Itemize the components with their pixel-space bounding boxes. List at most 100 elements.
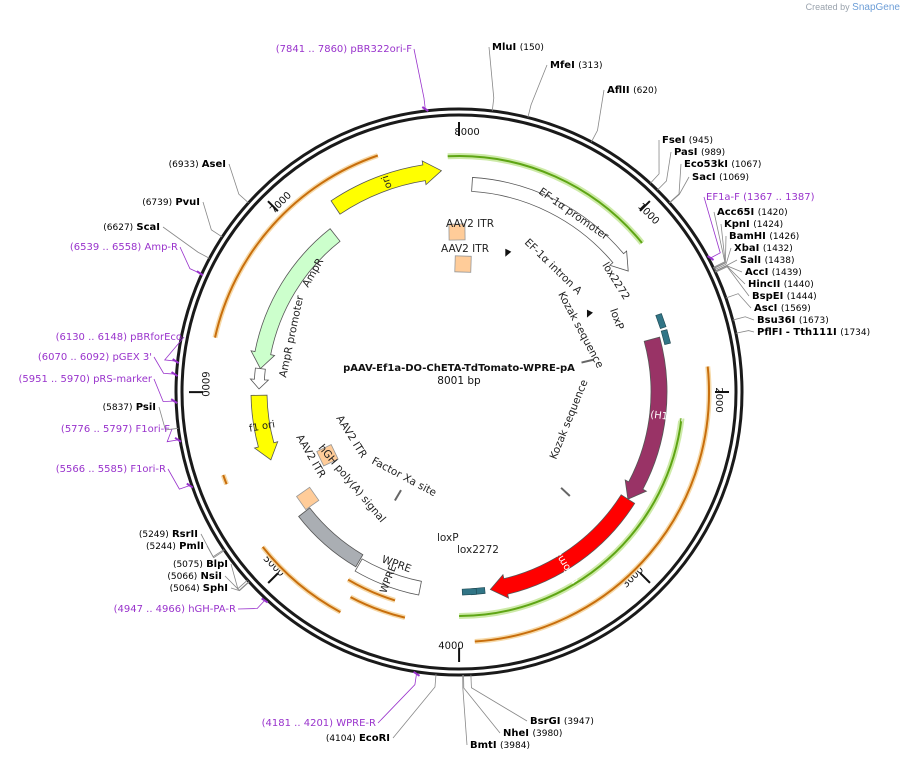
feature-label-ef1a-promoter: EF-1α promoter — [536, 186, 611, 243]
primer-label: (5951 .. 5970) pRS-marker — [18, 374, 152, 385]
itr-box — [316, 444, 339, 467]
ampr-arrow — [250, 228, 341, 370]
orange-feature-arcs — [212, 153, 712, 644]
credit-brand: SnapGene — [852, 2, 900, 13]
enzyme-label: BsrGI (3947) — [530, 716, 594, 727]
ef1a-promoter-arrow — [471, 176, 629, 272]
tdtomato-arrow — [489, 494, 636, 599]
enzyme-label: XbaI (1432) — [734, 243, 793, 254]
enzyme-leader-line — [392, 674, 437, 739]
enzyme-label: (6739) PvuI — [142, 197, 200, 208]
translation-arc — [350, 596, 406, 619]
enzyme-label: KpnI (1424) — [724, 219, 783, 230]
primer-label: (7841 .. 7860) pBR322ori-F — [276, 44, 412, 55]
enzyme-label: PflFI - Tth111I (1734) — [757, 327, 870, 338]
plasmid-name: pAAV-Ef1a-DO-ChETA-TdTomato-WPRE-pA — [343, 363, 575, 374]
ori-arrow — [330, 160, 443, 215]
tick-mark — [267, 572, 279, 584]
intron-flag — [586, 309, 593, 318]
arrow-label: ori — [380, 174, 395, 190]
primer-label: (5776 .. 5797) F1ori-F — [61, 424, 170, 435]
feature-label-factor-xa: Factor Xa site — [370, 455, 439, 499]
lox-site — [655, 313, 667, 330]
enzyme-label: AscI (1569) — [754, 303, 811, 314]
translation-arc — [474, 366, 711, 643]
enzyme-label: BamHI (1426) — [729, 231, 799, 242]
feature-label-itr-top: AAV2 ITR — [446, 218, 494, 230]
enzyme-leader-line — [657, 151, 672, 191]
itr-box — [454, 255, 472, 273]
translation-arc-halo — [260, 545, 342, 615]
enzyme-label: AccI (1439) — [745, 267, 802, 278]
enzyme-leader-line — [669, 163, 682, 203]
enzyme-label: (5064) SphI — [170, 583, 228, 594]
feature-label-loxp-bottom: loxP — [437, 532, 459, 544]
translation-arc-halo — [474, 366, 712, 644]
enzyme-label: MluI (150) — [492, 42, 544, 53]
backbone-inner-circle — [180, 113, 738, 671]
enzyme-label: (4104) EcoRI — [326, 733, 390, 744]
enzyme-leader-line — [713, 235, 727, 270]
enzyme-label: FseI (945) — [662, 135, 713, 146]
enzyme-leader-line — [713, 223, 726, 269]
primer-label: (6539 .. 6558) Amp-R — [70, 242, 178, 253]
tick-label: 8000 — [454, 127, 479, 138]
snapgene-credit: Created by SnapGene — [806, 2, 900, 13]
enzyme-leader-line — [200, 533, 225, 558]
enzyme-leader-line — [470, 674, 528, 722]
intron-flag — [505, 248, 512, 257]
green-feature-arcs — [447, 153, 685, 619]
enzyme-label: Acc65I (1420) — [717, 207, 788, 218]
enzyme-label: SalI (1438) — [740, 255, 795, 266]
enzyme-leader-line — [462, 674, 468, 746]
enzyme-leader-line — [230, 563, 248, 590]
primer-label: (6130 .. 6148) pBRforEco — [56, 332, 182, 343]
wpre-box — [354, 558, 422, 596]
tick-label: 6000 — [199, 371, 210, 396]
primer-leader-line — [167, 468, 190, 490]
feature-label-kozak-top: Kozak sequence — [555, 290, 605, 370]
primer-leader-line — [153, 356, 175, 375]
enzyme-label: (5249) RsrII — [139, 529, 198, 540]
backbone-outer-circle — [174, 107, 744, 677]
small-feature-mark — [560, 487, 571, 497]
tick-label: 2000 — [713, 387, 724, 412]
f1ori-arrow — [250, 394, 279, 461]
translation-arc — [347, 578, 396, 602]
enzyme-leader-line — [158, 406, 179, 431]
enzyme-leader-line — [463, 674, 501, 734]
lox-site — [461, 588, 477, 596]
enzyme-leader-line — [669, 176, 690, 204]
enzyme-leader-line — [591, 89, 605, 143]
enzyme-leader-line — [725, 293, 752, 309]
credit-prefix: Created by — [805, 2, 850, 12]
enzyme-label: Bsu36I (1673) — [757, 315, 829, 326]
enzyme-label: (5244) PmlI — [146, 541, 204, 552]
enzyme-leader-line — [714, 265, 746, 285]
gene-arc — [459, 418, 683, 617]
primer-leader-line — [153, 378, 175, 402]
primer-leader-line — [703, 196, 721, 259]
plasmid-size: 8001 bp — [437, 375, 481, 387]
primer-label: (5566 .. 5585) F1ori-R — [56, 464, 166, 475]
feature-label-lox2272-bottom: lox2272 — [457, 544, 499, 556]
enzyme-label: BspEI (1444) — [752, 291, 817, 302]
tick-label: 1000 — [635, 201, 661, 227]
enzyme-leader-line — [732, 316, 755, 321]
tick-mark — [639, 572, 651, 584]
tick-mark — [267, 200, 279, 212]
translation-arc — [222, 474, 228, 485]
hgh-polya-box — [298, 507, 364, 568]
primer-label: (4181 .. 4201) WPRE-R — [262, 718, 376, 729]
enzyme-leader-line — [715, 266, 750, 297]
arrow-label: f1 ori — [248, 419, 276, 434]
primer-leader-line — [166, 428, 179, 443]
translation-arc — [261, 546, 341, 613]
feature-label-intron: EF-1α intron A — [522, 237, 585, 298]
enzyme-leader-line — [527, 64, 548, 118]
ampr-promoter-arrow — [249, 367, 270, 390]
